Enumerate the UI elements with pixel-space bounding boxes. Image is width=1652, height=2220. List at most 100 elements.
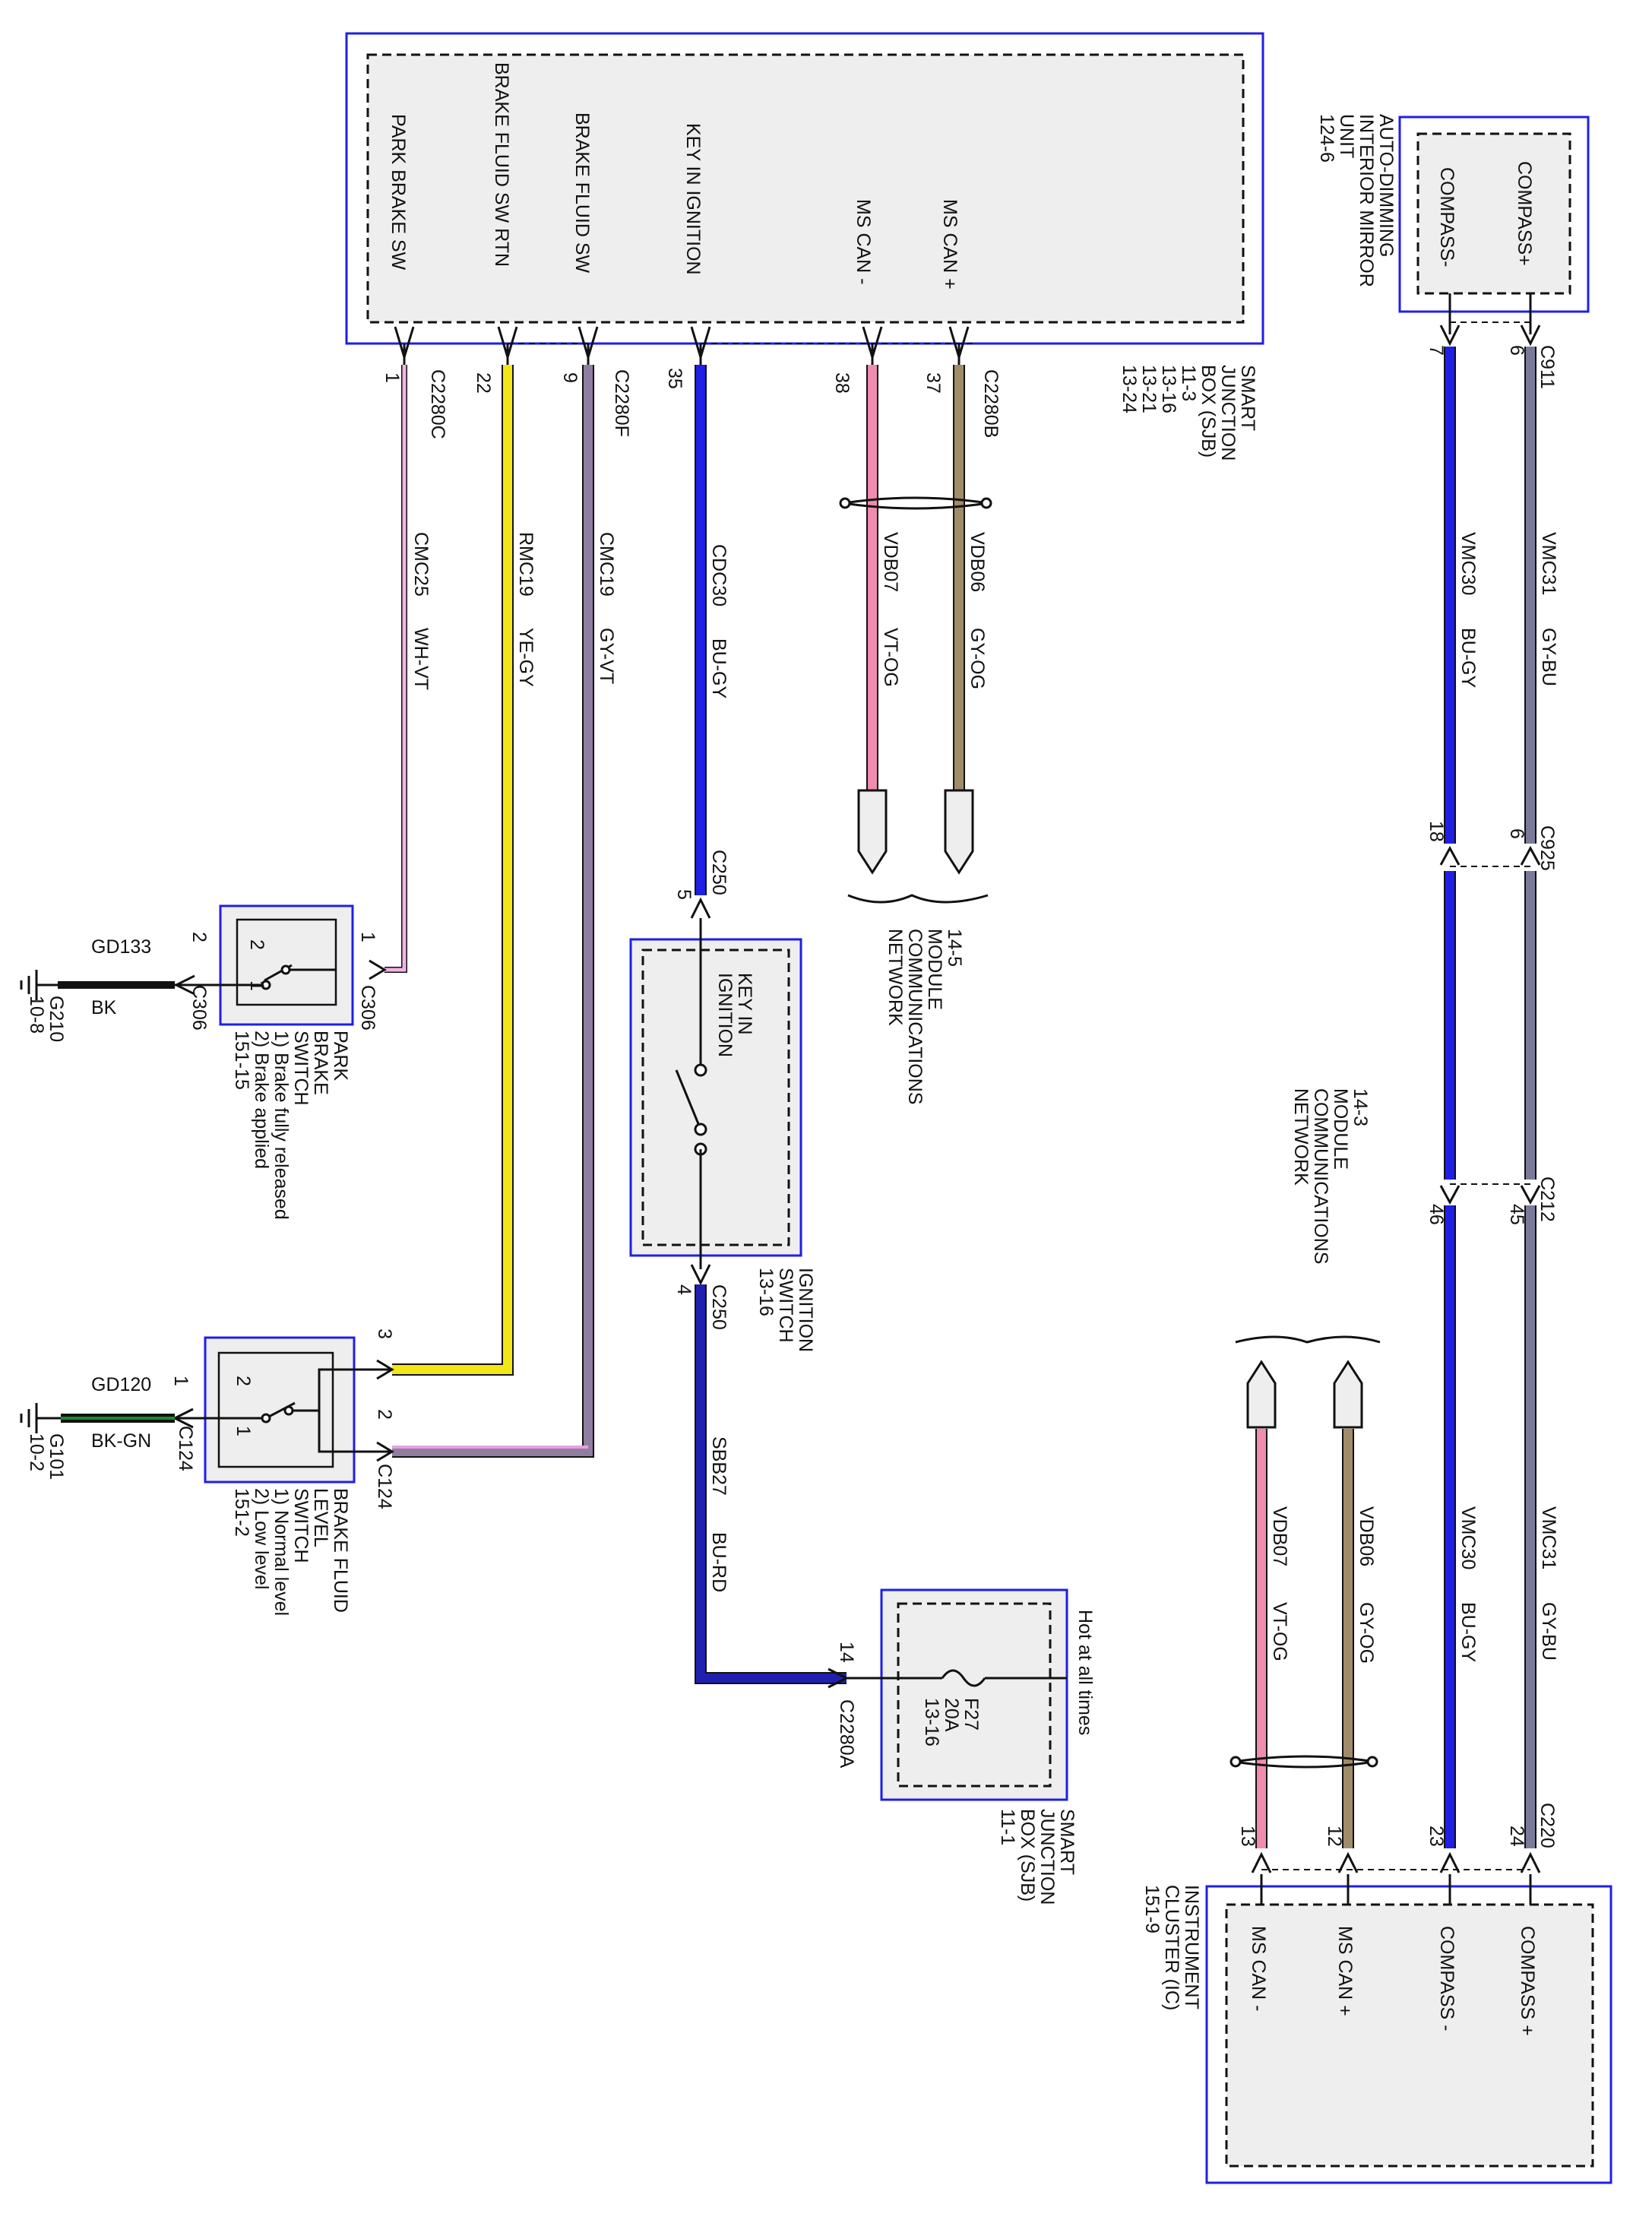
park-brake-switch-title: PARK BRAKE SWITCH 1) Brake fully release…	[231, 1031, 351, 1220]
svg-text:COMMUNICATIONS: COMMUNICATIONS	[904, 929, 926, 1104]
pin-45: 45	[1506, 1204, 1527, 1225]
svg-text:13-16: 13-16	[1158, 365, 1179, 413]
brake-fluid-pin-3: 3	[374, 1329, 395, 1339]
wire-label-gy-vt: GY-VT	[596, 628, 617, 684]
pin-12: 12	[1324, 1826, 1345, 1847]
park-brake-switch-inner	[236, 918, 337, 1006]
svg-text:CLUSTER (IC): CLUSTER (IC)	[1161, 1885, 1182, 2010]
wire-label-vdb07: VDB07	[880, 532, 901, 592]
mirror-title: AUTO-DIMMING INTERIOR MIRROR UNIT 124-6	[1316, 114, 1397, 287]
pin-5: 5	[673, 889, 695, 900]
svg-text:1) Brake fully released: 1) Brake fully released	[271, 1031, 292, 1220]
svg-text:NETWORK: NETWORK	[1290, 1088, 1312, 1186]
svg-text:13-21: 13-21	[1138, 365, 1160, 413]
wire-cmc25	[385, 365, 407, 972]
svg-text:2) Brake applied: 2) Brake applied	[251, 1031, 272, 1169]
mirror-pin-compass-minus: COMPASS-	[1436, 167, 1457, 268]
ground-g210-label: G210 10-8	[26, 996, 67, 1042]
svg-text:BRAKE: BRAKE	[310, 1031, 331, 1095]
ground-g101-symbol	[20, 1403, 61, 1433]
svg-text:IGNITION: IGNITION	[795, 1268, 816, 1352]
wire-label-bu-gy-bottom: BU-GY	[1457, 1602, 1479, 1663]
wire-label-vmc31-top: VMC31	[1538, 532, 1559, 595]
svg-text:SMART: SMART	[1056, 1809, 1078, 1875]
park-brake-pin-2: 2	[188, 932, 210, 942]
svg-text:13-16: 13-16	[921, 1698, 942, 1747]
wire-label-gd120: GD120	[91, 1374, 151, 1395]
wire-label-ye-gy: YE-GY	[515, 628, 536, 687]
network-14-5-label: 14-5 MODULE COMMUNICATIONS NETWORK	[885, 929, 965, 1104]
network-brace-14-3	[1235, 1335, 1381, 1344]
wire-cmc25-outline	[385, 365, 407, 973]
instrument-cluster-inner	[1225, 1903, 1594, 2168]
svg-text:SWITCH: SWITCH	[290, 1031, 312, 1106]
pin-22: 22	[473, 372, 494, 394]
sjb-pin-brake-fluid-sw-rtn: BRAKE FLUID SW RTN	[491, 62, 512, 267]
pin-9: 9	[559, 372, 581, 383]
brake-fluid-switch-title: BRAKE FLUID LEVEL SWITCH 1) Normal level…	[231, 1488, 351, 1616]
connector-c2280c: C2280C	[427, 369, 448, 439]
wire-label-gy-og-bottom: GY-OG	[1356, 1602, 1377, 1664]
pin-46: 46	[1426, 1204, 1447, 1225]
brake-fluid-pin-2: 2	[374, 1409, 395, 1420]
svg-text:BOX (SJB): BOX (SJB)	[1017, 1809, 1038, 1902]
sjb-pin-ms-can-plus: MS CAN +	[939, 199, 961, 290]
pin-24: 24	[1506, 1826, 1527, 1847]
svg-text:10-8: 10-8	[26, 996, 47, 1034]
svg-text:14-5: 14-5	[944, 929, 965, 967]
ignition-switch-contact	[675, 1069, 702, 1130]
pin-6-top: 6	[1506, 345, 1527, 356]
svg-text:11-3: 11-3	[1178, 365, 1199, 401]
wire-label-gy-bu-bottom: GY-BU	[1538, 1602, 1559, 1661]
svg-text:AUTO-DIMMING: AUTO-DIMMING	[1375, 114, 1397, 257]
fuse-f27-label: F27 20A 13-16	[921, 1698, 982, 1747]
pin-14: 14	[836, 1642, 857, 1663]
brake-fluid-pos-1: 1	[233, 1426, 254, 1436]
svg-text:151-15: 151-15	[231, 1031, 252, 1090]
key-in-label-2: IGNITION	[714, 973, 736, 1057]
svg-text:124-6: 124-6	[1316, 114, 1337, 163]
svg-text:SMART: SMART	[1237, 365, 1258, 431]
wire-label-vmc30-top: VMC30	[1457, 532, 1479, 595]
mirror-pin-compass-plus: COMPASS+	[1514, 161, 1535, 266]
connector-c124-right: C124	[374, 1464, 395, 1509]
sjb-top-title: SMART JUNCTION BOX (SJB) 11-3 13-16 13-2…	[1119, 365, 1258, 461]
brake-fluid-pos-2: 2	[233, 1376, 254, 1386]
key-in-label-1: KEY IN	[734, 973, 755, 1035]
pin-23: 23	[1426, 1826, 1447, 1847]
wire-label-cdc30: CDC30	[708, 544, 729, 606]
wire-label-gy-bu-top: GY-BU	[1538, 628, 1559, 686]
svg-text:INSTRUMENT: INSTRUMENT	[1181, 1885, 1202, 2009]
svg-text:LEVEL: LEVEL	[310, 1488, 331, 1547]
svg-text:2) Low level: 2) Low level	[251, 1488, 272, 1589]
svg-text:20A: 20A	[941, 1698, 962, 1732]
brake-fluid-pin-1: 1	[170, 1376, 191, 1386]
svg-text:COMMUNICATIONS: COMMUNICATIONS	[1310, 1088, 1331, 1264]
wire-label-cmc25: CMC25	[410, 532, 432, 597]
park-brake-pos-1: 1	[246, 980, 267, 991]
connector-c250-bottom: C250	[708, 1284, 729, 1330]
svg-text:INTERIOR MIRROR: INTERIOR MIRROR	[1356, 114, 1377, 287]
wire-cmc19-outline	[392, 365, 594, 1458]
park-brake-pin-1: 1	[357, 932, 378, 942]
wire-label-bu-rd: BU-RD	[708, 1532, 729, 1592]
pin-13: 13	[1237, 1826, 1258, 1847]
sjb-fuse-inner	[897, 1602, 1052, 1788]
wire-label-gy-og: GY-OG	[967, 628, 988, 689]
svg-text:NETWORK: NETWORK	[885, 929, 906, 1026]
ignition-switch-inner	[641, 948, 790, 1246]
ignition-switch-title: IGNITION SWITCH 13-16	[755, 1268, 816, 1352]
wire-label-wh-vt: WH-VT	[410, 628, 432, 690]
pin-38: 38	[831, 372, 853, 394]
connector-c124-left: C124	[175, 1426, 196, 1471]
wire-label-sbb27: SBB27	[708, 1436, 729, 1496]
cluster-pin-ms-can-plus: MS CAN +	[1334, 1926, 1356, 2016]
wire-label-bu-gy: BU-GY	[708, 638, 729, 699]
cluster-pin-compass-minus: COMPASS -	[1436, 1926, 1457, 2031]
svg-text:1) Normal level: 1) Normal level	[271, 1488, 292, 1616]
network-brace-14-5	[847, 894, 989, 904]
svg-text:11-1: 11-1	[997, 1809, 1018, 1845]
pin-7: 7	[1426, 345, 1447, 356]
sjb-pin-key-in-ignition: KEY IN IGNITION	[682, 123, 704, 275]
